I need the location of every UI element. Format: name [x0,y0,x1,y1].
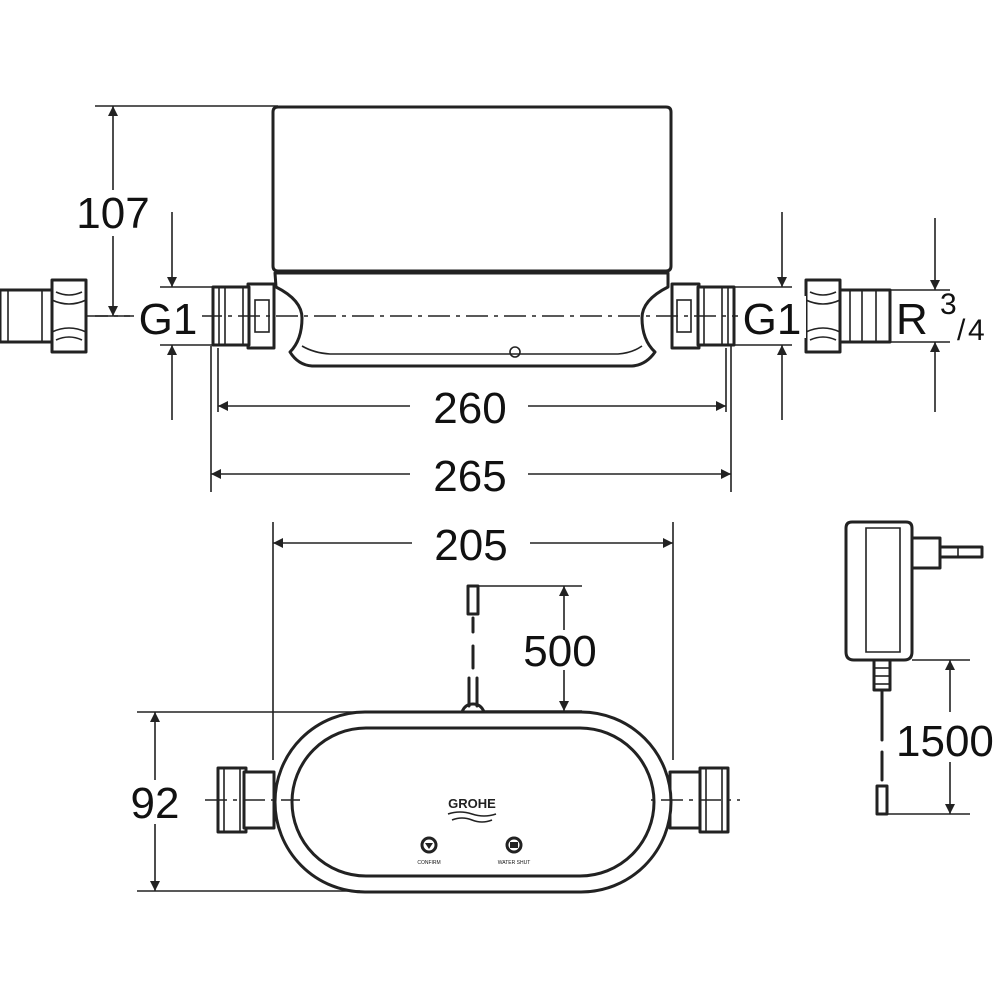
front-view: 205 GROHE CONFIRM WATER SHUT [131,521,740,894]
sensor-dot [509,346,521,358]
dim-thread-outlet-num: 3 [940,288,957,321]
dim-thread-outlet-slash: / [957,314,966,347]
adapter-plug-base [910,536,942,570]
side-view: 107 G1 G1 R 3 / 4 260 2 [0,105,985,501]
water-shut-icon [510,842,518,848]
right-connector-nut [804,278,842,354]
water-shut-button[interactable] [505,836,523,854]
left-connector-nut [50,278,88,354]
housing-lower [273,271,670,368]
water-shut-button-label: WATER SHUT [498,860,531,866]
confirm-button[interactable] [420,836,438,854]
housing-upper [271,105,673,273]
right-connector-body [838,288,892,344]
cable-grommet [460,702,486,714]
cable-plug [466,584,480,616]
dim-height-92: 92 [131,779,180,828]
confirm-button-label: CONFIRM [417,860,440,866]
dim-width-205: 205 [434,521,507,570]
confirm-arrow-icon [425,843,433,849]
dim-cable-1500: 1500 [896,717,994,766]
adapter-body [844,520,914,662]
housing-inner-contour [301,345,643,355]
power-adapter: 1500 [844,520,1000,816]
dim-width-260: 260 [433,384,506,433]
logo-waves-icon [447,811,497,823]
dim-thread-outlet-prefix: R [896,295,928,344]
dim-thread-outlet-den: 4 [968,314,985,347]
adapter-cable-plug [875,784,889,816]
brand-logo: GROHE [448,796,496,811]
dim-cable-500: 500 [523,627,596,676]
dim-width-265: 265 [433,452,506,501]
adapter-cable-strain [872,658,892,692]
dim-height-107: 107 [76,189,149,238]
adapter-plug-pin [938,545,984,559]
dim-thread-right: G1 [743,295,802,344]
dim-thread-left: G1 [139,295,198,344]
front-right-nut [698,766,730,834]
